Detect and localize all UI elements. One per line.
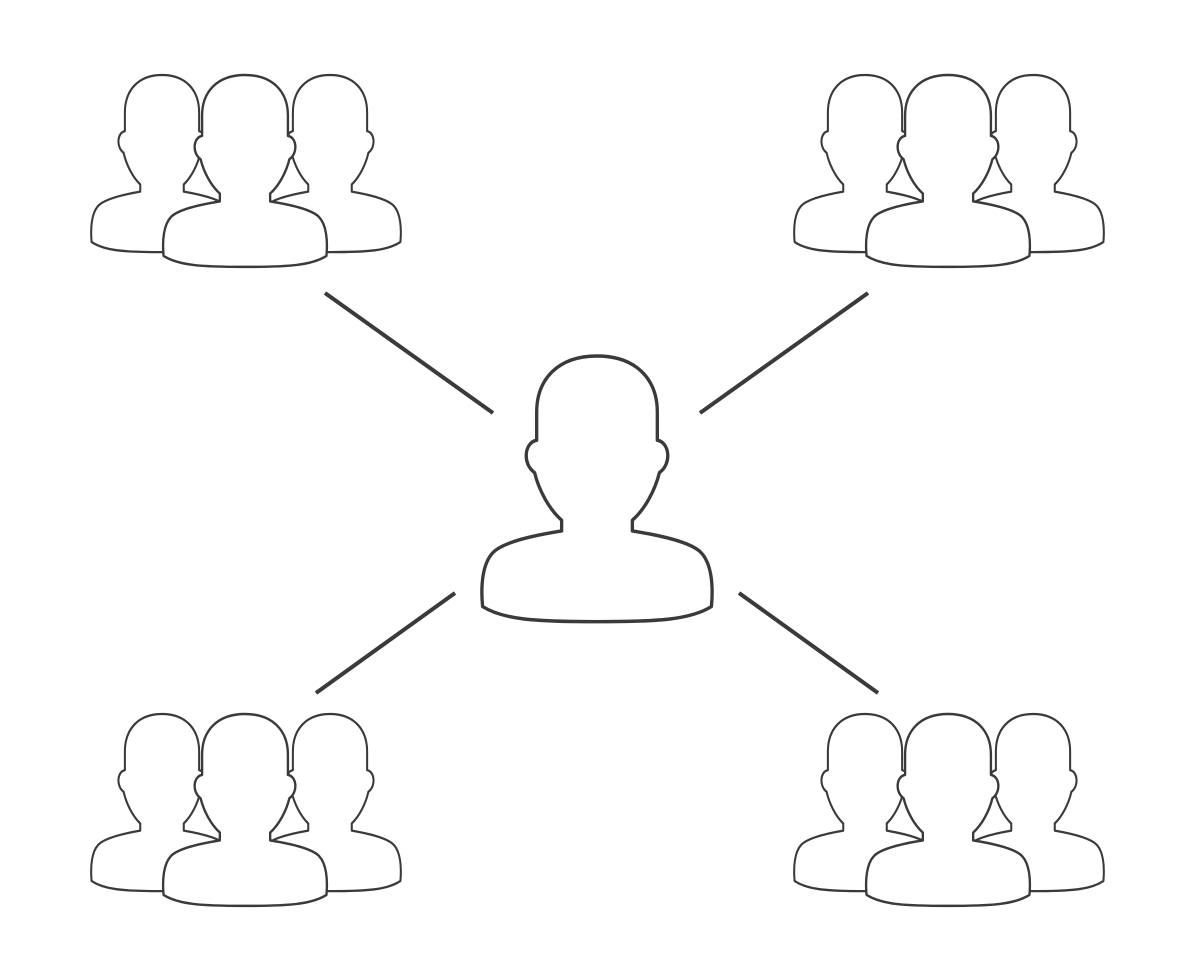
center-person-icon (480, 354, 714, 624)
connector-bottom-right (737, 591, 880, 695)
people-group-icon-top-left (90, 73, 402, 269)
connector-top-left (323, 291, 495, 415)
people-group-icon-bottom-left (90, 712, 402, 908)
connector-bottom-left (314, 591, 457, 695)
people-group-icon-bottom-right (793, 712, 1105, 908)
people-group-icon-top-right (793, 73, 1105, 269)
connector-top-right (698, 291, 870, 415)
person-icon (480, 354, 714, 624)
connectors-layer (314, 291, 880, 695)
